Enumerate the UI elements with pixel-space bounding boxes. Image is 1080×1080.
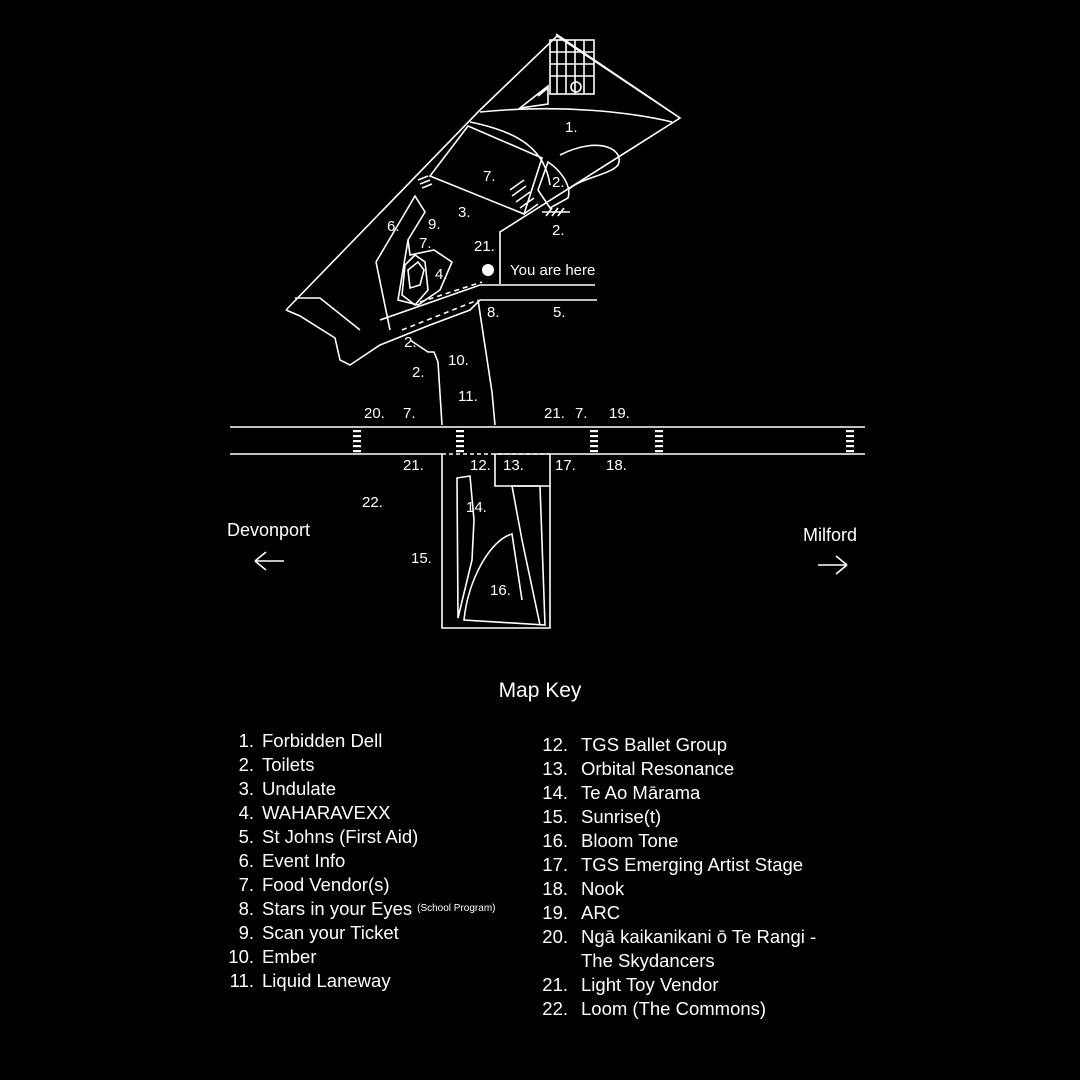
venue-map: You are here Devonport Milford 1. 2. 2. … (227, 33, 865, 629)
crossing (655, 430, 663, 453)
path-curve (479, 107, 673, 123)
list-item-note: (School Program) (417, 903, 496, 914)
list-item: 1.Forbidden Dell (238, 730, 383, 751)
zone-label: 2. (412, 364, 425, 381)
crossing (590, 430, 598, 453)
zone-label: 21. (403, 457, 424, 474)
building-grid (550, 40, 594, 94)
feature (570, 81, 582, 93)
building-4 (401, 253, 429, 307)
zone-label: 12. (470, 457, 491, 474)
zone-label: 2. (552, 222, 565, 239)
zone-label: 2. (552, 174, 565, 191)
list-item: 8.Stars in your Eyes(School Program) (238, 898, 496, 919)
dashed-path (401, 299, 479, 331)
list-item: 22.Loom (The Commons) (542, 998, 767, 1019)
milford-label: Milford (803, 525, 857, 545)
crossing (353, 430, 361, 453)
zone-label: 16. (490, 582, 511, 599)
map-key-list-right: 12.TGS Ballet Group 13.Orbital Resonance… (534, 733, 816, 1021)
zone-labels: 1. 2. 2. 2. 2. 3. 4. 5. 6. 7. 7. 7. 7. 8… (362, 119, 630, 599)
zone-label: 15. (411, 550, 432, 567)
list-item: 11.Liquid Laneway (229, 970, 391, 991)
zone-label: 7. (575, 405, 588, 422)
crossing (456, 430, 464, 453)
list-item: 7.Food Vendor(s) (238, 874, 390, 895)
zone-2 (537, 160, 570, 210)
zone-label: 6. (387, 218, 400, 235)
zone-label: 17. (555, 457, 576, 474)
crossing (846, 430, 854, 453)
list-item: 19.ARC (542, 902, 621, 923)
zone-label: 20. (364, 405, 385, 422)
dashed-path (419, 281, 483, 303)
map-outlines (230, 33, 865, 629)
pedestrian-crossings (353, 430, 854, 453)
zone-label: 19. (609, 405, 630, 422)
list-item: 21.Light Toy Vendor (542, 974, 719, 995)
zone-label: 9. (428, 216, 441, 233)
zone-label: 21. (474, 238, 495, 255)
building-4-inner (407, 260, 425, 290)
stairs (417, 175, 433, 189)
map-key-list-left: 1.Forbidden Dell 2.Toilets 3.Undulate 4.… (222, 729, 495, 993)
path-curve (469, 121, 551, 186)
wall (375, 261, 391, 331)
list-item: 13.Orbital Resonance (542, 758, 735, 779)
zone-16 (463, 485, 546, 626)
arrow-left-icon (254, 551, 284, 571)
list-item: 10.Ember (228, 946, 317, 967)
zone-6-9 (375, 194, 453, 306)
arrow-right-icon (818, 555, 848, 575)
list-item: 20.Ngā kaikanikani ō Te Rangi -The Skyda… (542, 926, 817, 971)
park-boundary (285, 33, 682, 366)
zone-label: 11. (458, 388, 478, 405)
path-curve (559, 144, 620, 191)
south-block (441, 454, 551, 629)
zone-label: 7. (483, 168, 496, 185)
building (549, 39, 595, 95)
zone-16-path (511, 485, 541, 626)
list-item: 17.TGS Emerging Artist Stage (542, 854, 804, 875)
zone-label: 3. (458, 204, 471, 221)
zone-label: 22. (362, 494, 383, 511)
zone-14 (456, 475, 475, 619)
list-item: 4.WAHARAVEXX (238, 802, 391, 823)
list-item: 2.Toilets (238, 754, 315, 775)
list-item: 16.Bloom Tone (542, 830, 679, 851)
zone-label: 1. (565, 119, 578, 136)
map-key-title: Map Key (498, 679, 582, 702)
laneway (477, 299, 496, 426)
zone-label: 7. (419, 235, 432, 252)
list-item: 15.Sunrise(t) (542, 806, 662, 827)
zone-label: 13. (503, 457, 524, 474)
you-are-here-label: You are here (510, 262, 595, 279)
list-item: 12.TGS Ballet Group (542, 734, 728, 755)
zone-label: 18. (606, 457, 627, 474)
zone-label: 10. (448, 352, 469, 369)
zone-label: 2. (404, 334, 417, 351)
list-item: 6.Event Info (238, 850, 346, 871)
list-item: 3.Undulate (238, 778, 337, 799)
laneway (409, 339, 443, 426)
zone-label: 21. (544, 405, 565, 422)
building (517, 84, 549, 110)
zone-label: 14. (466, 499, 487, 516)
zone-label: 5. (553, 304, 566, 321)
stairs (542, 207, 570, 217)
you-are-here-marker (482, 264, 494, 276)
list-item: 18.Nook (542, 878, 625, 899)
stairs (509, 179, 539, 215)
list-item: 14.Te Ao Mārama (542, 782, 701, 803)
main-road (230, 426, 865, 455)
devonport-label: Devonport (227, 520, 310, 540)
list-item: 9.Scan your Ticket (238, 922, 399, 943)
list-item: 5.St Johns (First Aid) (238, 826, 419, 847)
zone-label: 7. (403, 405, 416, 422)
zone-label: 8. (487, 304, 500, 321)
zone-label: 4. (435, 266, 448, 283)
